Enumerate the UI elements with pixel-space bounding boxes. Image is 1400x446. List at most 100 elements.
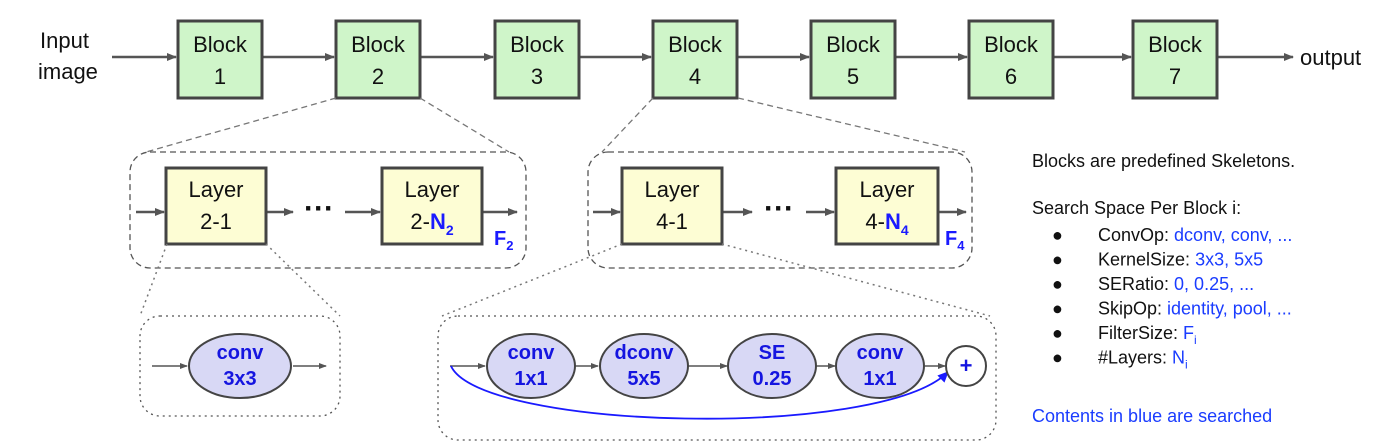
legend-item: #Layers: Ni (1098, 348, 1188, 372)
block2-expansion-box (129, 151, 527, 269)
op-se-0-25 (727, 333, 817, 399)
layer-2-n-line2: 2-N2 (410, 209, 453, 238)
legend-subtitle: Search Space Per Block i: (1032, 198, 1241, 218)
layer-2-n-count-sub: 2 (446, 222, 454, 238)
layer4-op-box (437, 315, 997, 441)
layer-2-1-box (164, 166, 268, 246)
block-7-box (1131, 19, 1219, 100)
block4-expansion-box (587, 151, 973, 269)
legend-item: SkipOp: identity, pool, ... (1098, 299, 1292, 319)
legend-item: ConvOp: dconv, conv, ... (1098, 225, 1292, 245)
legend-bullet: ● (1052, 323, 1063, 343)
op-se-0-25-line2: 0.25 (753, 368, 792, 390)
layer2-op-box (139, 315, 341, 417)
legend-item-name: FilterSize: (1098, 323, 1183, 343)
block-4-label: Block (668, 32, 723, 57)
filter-label-4: F4 (945, 228, 965, 253)
filter-label-2: F2 (494, 228, 513, 253)
legend-item-value: identity, pool, ... (1167, 299, 1292, 319)
input-label-line1: Input (40, 28, 89, 53)
legend-item: KernelSize: 3x3, 5x5 (1098, 250, 1263, 270)
legend-items: ● ConvOp: dconv, conv, ... ● KernelSize: 3x… (1052, 225, 1292, 372)
legend-item-value: F (1183, 323, 1194, 343)
layer-2-n-line1: Layer (404, 177, 459, 202)
layer-4-n-count-sub: 4 (901, 222, 909, 238)
layer-4-n-line1: Layer (859, 177, 914, 202)
blocks: Block1Block2Block3Block4Block5Block6Bloc… (176, 19, 1219, 100)
legend-bullet: ● (1052, 274, 1063, 294)
op-zoom-lines (139, 243, 991, 317)
zoom-lines (145, 97, 966, 153)
op-dconv-5x5-line2: 5x5 (627, 368, 660, 390)
layer-4-1-line2: 4-1 (656, 209, 688, 234)
layer-4-n-prefix: 4- (865, 209, 885, 234)
legend-item-value: 3x3, 5x5 (1195, 250, 1263, 270)
block-3-box (493, 19, 581, 100)
op-conv-1x1-a-line1: conv (508, 342, 556, 364)
legend-bullet: ● (1052, 225, 1063, 245)
legend-item-sub: i (1185, 358, 1188, 372)
block-2-number: 2 (372, 64, 384, 89)
layer-4-n-count: N (885, 209, 901, 234)
op-conv-3x3-line2: 3x3 (223, 368, 256, 390)
legend-item-value: dconv, conv, ... (1174, 225, 1292, 245)
legend-item-sub: i (1194, 333, 1197, 347)
layer-4-1-box (620, 166, 724, 246)
op-conv-1x1-b (835, 333, 925, 399)
layer-2-1-line2: 2-1 (200, 209, 232, 234)
block-2-box (334, 19, 422, 100)
input-label-line2: image (38, 59, 98, 84)
block-4-box (651, 19, 739, 100)
layer-2-n-count: N (430, 209, 446, 234)
block-1-number: 1 (214, 64, 226, 89)
layer-4-1-line1: Layer (644, 177, 699, 202)
block-6-number: 6 (1005, 64, 1017, 89)
op-conv-1x1-a-line2: 1x1 (514, 368, 547, 390)
legend-item-name: KernelSize: (1098, 250, 1195, 270)
layer-2-n-prefix: 2- (410, 209, 430, 234)
filter-2-sub: 2 (506, 238, 513, 253)
ellipsis-4: ··· (764, 192, 794, 225)
block-4-number: 4 (689, 64, 701, 89)
op-se-0-25-line1: SE (759, 342, 786, 364)
filter-4-main: F (945, 228, 957, 250)
legend-item-name: #Layers: (1098, 348, 1172, 368)
add-node-symbol: + (960, 353, 973, 378)
legend-item: SERatio: 0, 0.25, ... (1098, 274, 1254, 294)
legend-title: Blocks are predefined Skeletons. (1032, 151, 1295, 171)
block-3-label: Block (510, 32, 565, 57)
block-6-box (967, 19, 1055, 100)
legend-item-name: SkipOp: (1098, 299, 1167, 319)
layer-4-n-box (834, 166, 940, 246)
block-5-box (809, 19, 897, 100)
legend-item: FilterSize: Fi (1098, 323, 1197, 347)
block-1-label: Block (193, 32, 248, 57)
block-6-label: Block (984, 32, 1039, 57)
op-conv-1x1-b-line1: conv (857, 342, 905, 364)
legend-item-name: SERatio: (1098, 274, 1174, 294)
op-conv-3x3-line1: conv (217, 342, 265, 364)
block-7-number: 7 (1169, 64, 1181, 89)
output-label: output (1300, 45, 1361, 70)
layer-2-1-line1: Layer (188, 177, 243, 202)
op-dconv-5x5 (599, 333, 689, 399)
op-conv-3x3 (188, 333, 292, 399)
block-5-label: Block (826, 32, 881, 57)
legend-item-value: 0, 0.25, ... (1174, 274, 1254, 294)
layer-4-n-line2: 4-N4 (865, 209, 908, 238)
block-2-label: Block (351, 32, 406, 57)
layer-2-n-box (380, 166, 484, 246)
block-5-number: 5 (847, 64, 859, 89)
add-node (945, 345, 987, 387)
legend-item-name: ConvOp: (1098, 225, 1174, 245)
legend-bullet: ● (1052, 299, 1063, 319)
legend-bullet: ● (1052, 250, 1063, 270)
block-7-label: Block (1148, 32, 1203, 57)
filter-2-main: F (494, 228, 506, 250)
op-conv-1x1-a (486, 333, 576, 399)
legend-item-value: N (1172, 348, 1185, 368)
skip-connection (450, 365, 949, 420)
op-dconv-5x5-line1: dconv (615, 342, 675, 364)
legend-bullet: ● (1052, 348, 1063, 368)
